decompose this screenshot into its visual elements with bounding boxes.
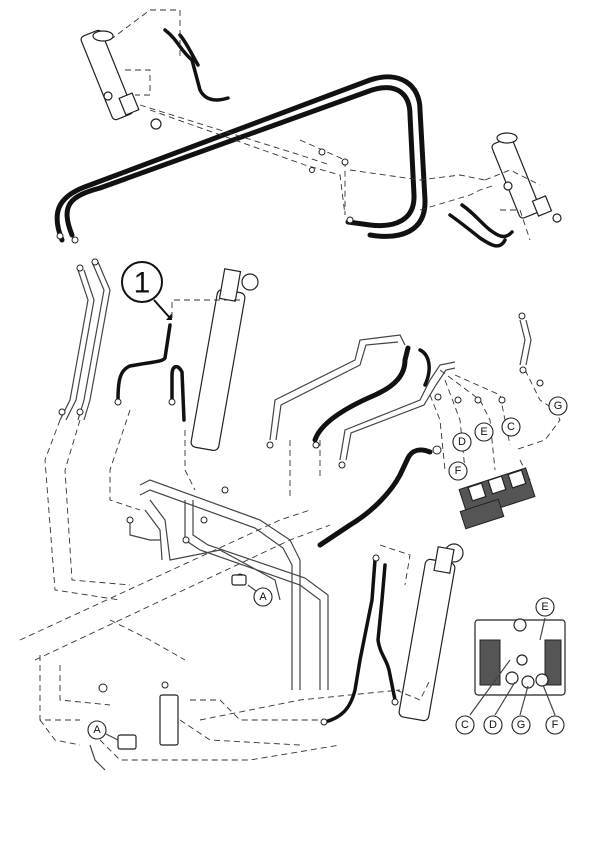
control-valve-bottom [469,617,566,716]
callout-D-valve: D [483,715,503,735]
lower-hoses [320,544,431,726]
svg-text:D: D [458,436,466,448]
cylinder-center [190,268,259,452]
callout-G-valve: G [511,715,531,735]
item-1-label: 1 [134,267,151,300]
svg-text:D: D [489,719,497,731]
callout-E-top: E [474,422,494,442]
top-loop-hose [54,28,514,248]
right-top-hoses [312,345,442,548]
callout-A-mid: A [247,584,273,607]
callout-F-top: F [448,461,468,481]
callout-E-valve: E [535,597,555,617]
svg-text:A: A [259,591,267,603]
callout-F-valve: F [545,715,565,735]
top-fittings [56,148,354,244]
lower-left-bracket [89,573,247,771]
right-top-tubes [266,312,532,469]
callout-D-top: D [452,432,472,452]
svg-text:A: A [93,724,101,736]
right-fittings [434,366,544,404]
svg-text:F: F [552,719,559,731]
control-valve-top [458,467,536,530]
svg-text:C: C [507,421,515,433]
cylinder-top-left [80,29,162,130]
left-tubes [58,258,111,421]
svg-text:E: E [541,601,548,613]
center-dashed-routes [19,299,401,761]
top-dashed-routes [109,9,541,241]
cylinder-top-right [491,132,562,223]
callout-C-valve: C [455,715,475,735]
svg-text:E: E [480,426,487,438]
item-callout-1: 1 [121,261,172,320]
svg-text:C: C [461,719,469,731]
center-left-hoses [114,323,186,422]
callout-C-top: C [501,417,521,437]
svg-text:G: G [554,400,563,412]
item-1-circle [121,261,163,303]
callout-A-left: A [87,720,119,741]
svg-text:F: F [455,465,462,477]
svg-text:G: G [517,719,526,731]
callout-G-top: G [548,396,568,416]
cylinder-lower [398,543,464,722]
center-tube-manifold [126,479,329,690]
